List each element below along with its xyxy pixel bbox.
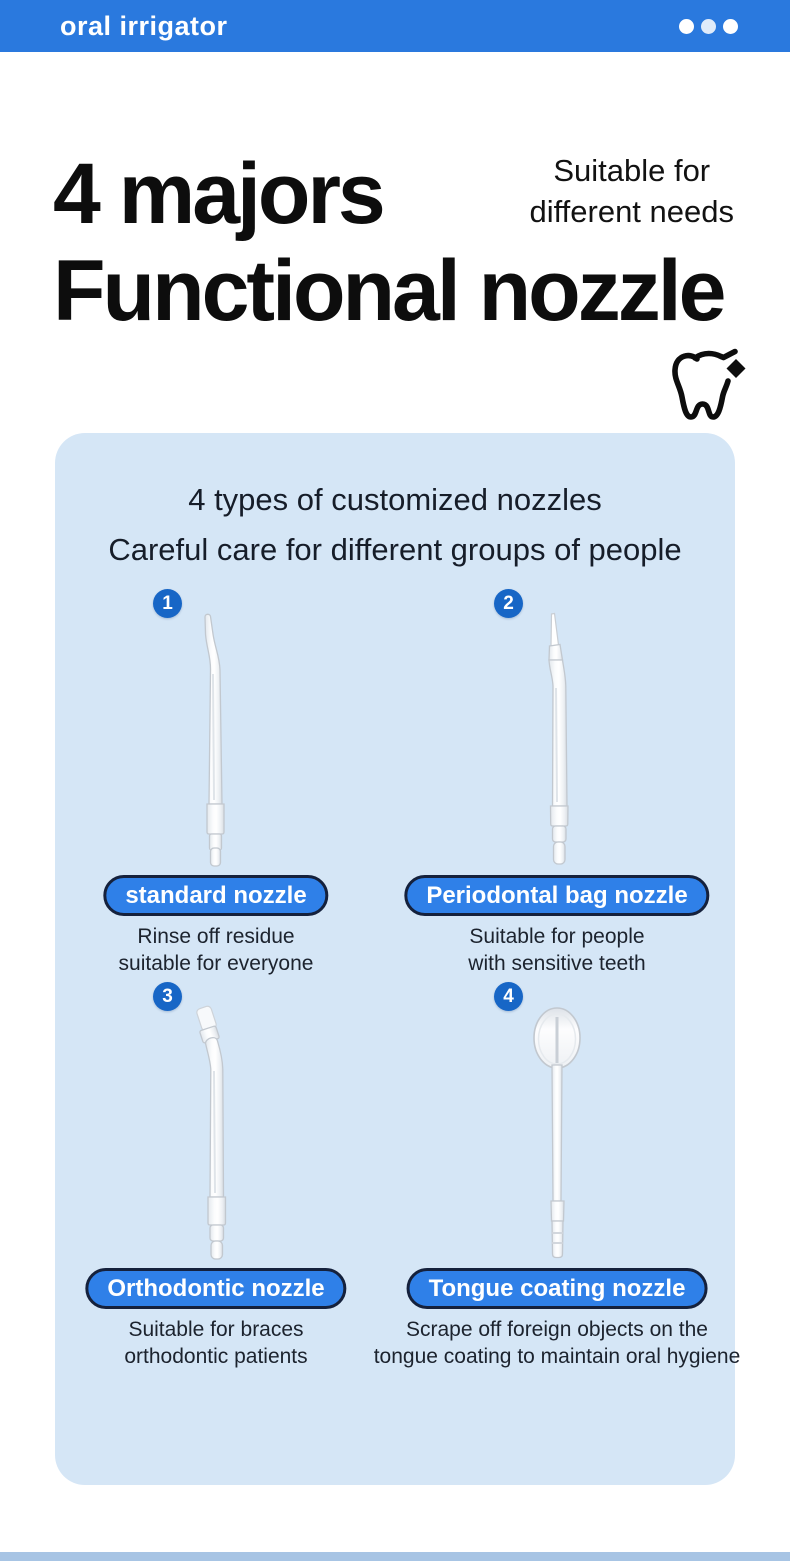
- hero-tagline-line1: Suitable for: [553, 153, 711, 188]
- number-badge: 1: [153, 589, 182, 618]
- number-badge: 3: [153, 982, 182, 1011]
- number-badge: 2: [494, 589, 523, 618]
- app-header: oral irrigator: [0, 0, 790, 52]
- nozzle-label-pill: Orthodontic nozzle: [85, 1268, 347, 1309]
- number-badge: 4: [494, 982, 523, 1011]
- nozzle-label-pill: standard nozzle: [103, 875, 329, 916]
- nozzle-description-line2: suitable for everyone: [118, 952, 314, 975]
- page-title-line1: 4 majors: [53, 146, 386, 242]
- nozzle-label-pill: Tongue coating nozzle: [406, 1268, 708, 1309]
- nozzle-card-tongue: 4: [374, 982, 740, 1374]
- page-title-line2: Functional nozzle: [53, 243, 726, 339]
- panel-heading-line1: 4 types of customized nozzles: [188, 482, 602, 517]
- nozzle-description-line2: tongue coating to maintain oral hygiene: [373, 1345, 741, 1368]
- nozzle-description-line1: Rinse off residue: [137, 925, 295, 948]
- nozzle-card-periodontal: 2 Periodontal bag nozzle: [396, 589, 718, 981]
- nozzle-card-standard: 1 standard nozzle Rinse off residue: [55, 589, 377, 981]
- nozzle-label-pill: Periodontal bag nozzle: [404, 875, 710, 916]
- tongue-coating-nozzle-image: [521, 1005, 593, 1263]
- nozzle-description-line2: orthodontic patients: [124, 1345, 308, 1368]
- panel-heading-line2: Careful care for different groups of peo…: [108, 532, 682, 567]
- orthodontic-nozzle-image: [180, 1005, 252, 1263]
- nozzle-description-line1: Scrape off foreign objects on the: [406, 1318, 708, 1341]
- periodontal-bag-nozzle-image: [521, 612, 593, 870]
- tooth-sparkle-icon: [666, 342, 750, 428]
- standard-nozzle-image: [180, 612, 252, 870]
- menu-dot: [679, 18, 694, 34]
- page-title: 4 majors Functional nozzle: [53, 146, 726, 340]
- nozzle-description-line2: with sensitive teeth: [468, 952, 646, 975]
- hero-tagline: Suitable for different needs: [529, 150, 734, 232]
- hero-tagline-line2: different needs: [529, 194, 734, 229]
- footer-accent-bar: [0, 1552, 790, 1561]
- nozzle-description: Suitable for people with sensitive teeth: [468, 923, 645, 977]
- ellipsis-menu-icon[interactable]: [679, 18, 738, 34]
- menu-dot: [701, 18, 716, 34]
- nozzle-description: Scrape off foreign objects on the tongue…: [374, 1316, 741, 1370]
- app-title: oral irrigator: [60, 10, 228, 41]
- panel-heading: 4 types of customized nozzles Careful ca…: [55, 475, 735, 575]
- nozzle-card-orthodontic: 3 Orthodontic nozzle: [55, 982, 377, 1374]
- nozzle-description: Suitable for braces orthodontic patients: [124, 1316, 307, 1370]
- menu-dot: [723, 18, 738, 34]
- nozzle-description: Rinse off residue suitable for everyone: [119, 923, 314, 977]
- nozzle-panel: 4 types of customized nozzles Careful ca…: [55, 433, 740, 1485]
- nozzle-description-line1: Suitable for braces: [128, 1318, 304, 1341]
- nozzle-description-line1: Suitable for people: [469, 925, 645, 948]
